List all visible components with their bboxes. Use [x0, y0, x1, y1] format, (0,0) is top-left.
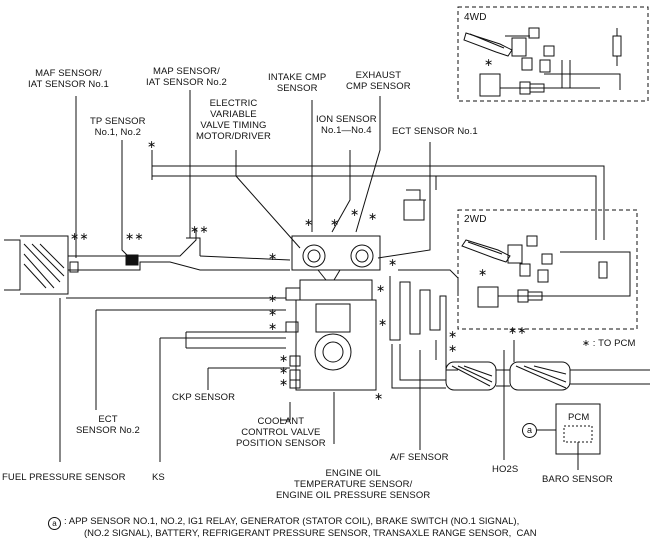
- label-exhaust-cmp: EXHAUST CMP SENSOR: [346, 70, 411, 92]
- air-intake: [4, 228, 291, 295]
- ckp-asterisk-3: ∗: [279, 377, 289, 389]
- ion-asterisk-2: ∗: [350, 207, 360, 219]
- 2wd-asterisk: ∗: [478, 267, 488, 279]
- 4wd-drivetrain: [463, 27, 622, 97]
- leader-lines: [75, 90, 605, 259]
- label-tp-sensor: TP SENSOR No.1, No.2: [90, 116, 146, 138]
- 4wd-box: [457, 6, 649, 102]
- label-ect-sensor-1: ECT SENSOR No.1: [392, 126, 478, 137]
- label-ho2s: HO2S: [492, 464, 519, 475]
- circle-a-marker: a: [522, 423, 537, 438]
- label-ion-sensor: ION SENSOR No.1—No.4: [316, 114, 377, 136]
- ect2-asterisk: ∗: [268, 307, 278, 319]
- label-coolant-sensor: COOLANT CONTROL VALVE POSITION SENSOR: [236, 416, 326, 449]
- label-fuel-pressure: FUEL PRESSURE SENSOR: [2, 472, 126, 483]
- label-ckp-sensor: CKP SENSOR: [172, 392, 236, 403]
- footnote-line-2: (NO.2 SIGNAL), BATTERY, REFRIGERANT PRES…: [84, 528, 537, 539]
- fuel-asterisk: ∗: [268, 293, 278, 305]
- footnote-marker: a: [48, 517, 61, 530]
- af-asterisk-1: ∗: [448, 329, 458, 341]
- label-evvt: ELECTRIC VARIABLE VALVE TIMING MOTOR/DRI…: [196, 98, 271, 142]
- label-intake-cmp: INTAKE CMP SENSOR: [268, 72, 327, 94]
- engine-block: [285, 235, 381, 391]
- label-2wd: 2WD: [464, 214, 487, 225]
- exhaust-cmp-asterisk: ∗: [368, 211, 378, 223]
- ho2s-asterisk: ∗∗: [508, 325, 527, 337]
- evvt-motor-asterisk: ∗: [268, 251, 278, 263]
- ect1-asterisk: ∗: [388, 257, 398, 269]
- coolant-asterisk: ∗: [374, 391, 384, 403]
- baro-sensor-box: [563, 425, 593, 443]
- left-leaders: [59, 297, 335, 462]
- ion-asterisk: ∗: [330, 217, 340, 229]
- ks-asterisk: ∗: [268, 321, 278, 333]
- tp-asterisk: ∗∗: [125, 231, 144, 243]
- 2wd-drivetrain: [461, 235, 631, 308]
- label-engine-oil: ENGINE OIL TEMPERATURE SENSOR/ ENGINE OI…: [276, 468, 431, 501]
- maf-asterisk: ∗∗: [70, 231, 89, 243]
- af-asterisk-2: ∗: [448, 343, 458, 355]
- label-ks: KS: [152, 472, 165, 483]
- oil-asterisk: ∗: [376, 283, 386, 295]
- label-baro-sensor: BARO SENSOR: [542, 474, 613, 485]
- label-to-pcm: ∗ : TO PCM: [582, 338, 636, 349]
- 2wd-box: [457, 209, 638, 330]
- label-af-sensor: A/F SENSOR: [390, 452, 449, 463]
- map-asterisk: ∗∗: [190, 224, 209, 236]
- intake-cmp-asterisk: ∗: [304, 217, 314, 229]
- footnote-line-1: : APP SENSOR NO.1, NO.2, IG1 RELAY, GENE…: [64, 516, 520, 527]
- label-4wd: 4WD: [464, 12, 487, 23]
- ckp-asterisk-2: ∗: [279, 365, 289, 377]
- exhaust-system: [389, 269, 650, 460]
- evvt-asterisk: ∗: [147, 139, 157, 151]
- label-map-sensor: MAP SENSOR/ IAT SENSOR No.2: [146, 66, 227, 88]
- 4wd-asterisk: ∗: [484, 57, 494, 69]
- label-maf-sensor: MAF SENSOR/ IAT SENSOR No.1: [28, 68, 109, 90]
- label-pcm: PCM: [568, 412, 590, 423]
- ckp-asterisk-1: ∗: [279, 353, 289, 365]
- oil-asterisk-2: ∗: [378, 317, 388, 329]
- label-ect-sensor-2: ECT SENSOR No.2: [76, 414, 140, 436]
